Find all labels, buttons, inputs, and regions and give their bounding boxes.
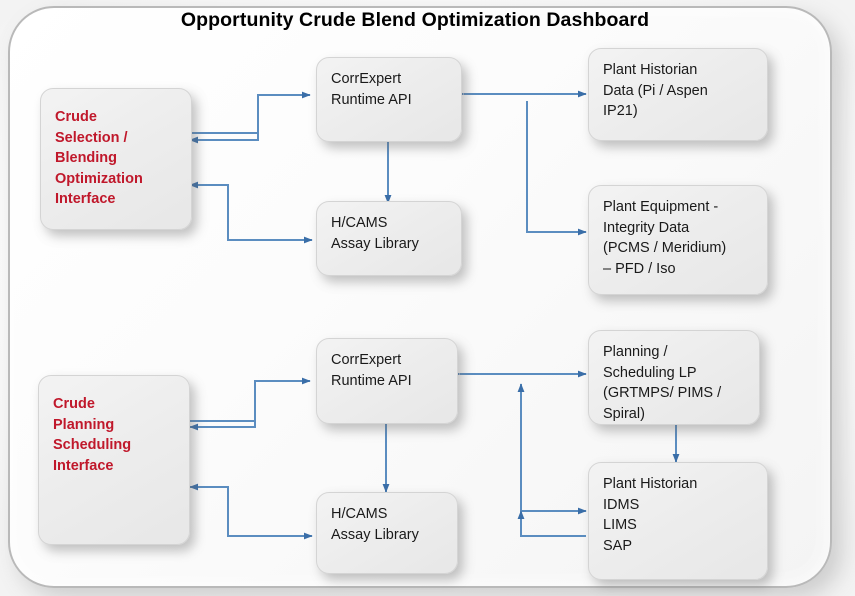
node-crude-planning-interface[interactable]: Crude Planning Scheduling Interface [38, 375, 190, 545]
node-plant-equipment-integrity-data[interactable]: Plant Equipment - Integrity Data (PCMS /… [588, 185, 768, 295]
node-label: Plant Equipment - Integrity Data (PCMS /… [603, 199, 727, 277]
node-crude-selection-interface[interactable]: Crude Selection / Blending Optimization … [40, 88, 192, 230]
node-label: CorrExpert Runtime API [331, 71, 412, 108]
node-label: H/CAMS Assay Library [331, 506, 419, 543]
node-label: CorrExpert Runtime API [331, 352, 412, 389]
page-title: Opportunity Crude Blend Optimization Das… [180, 9, 650, 31]
node-label: Plant Historian Data (Pi / Aspen IP21) [603, 62, 708, 119]
node-label: Planning / Scheduling LP (GRTMPS/ PIMS /… [603, 344, 722, 422]
node-planning-scheduling-lp[interactable]: Planning / Scheduling LP (GRTMPS/ PIMS /… [588, 330, 760, 425]
node-label: H/CAMS Assay Library [331, 215, 419, 252]
node-label: Crude Selection / Blending Optimization … [55, 109, 143, 207]
node-plant-historian-data-top[interactable]: Plant Historian Data (Pi / Aspen IP21) [588, 48, 768, 141]
node-label: Plant Historian IDMS LIMS SAP [603, 476, 698, 554]
node-label: Crude Planning Scheduling Interface [53, 396, 132, 474]
node-hcams-assay-library-top[interactable]: H/CAMS Assay Library [316, 201, 462, 276]
node-correxpert-runtime-api-top[interactable]: CorrExpert Runtime API [316, 57, 462, 142]
node-hcams-assay-library-bottom[interactable]: H/CAMS Assay Library [316, 492, 458, 574]
node-correxpert-runtime-api-bottom[interactable]: CorrExpert Runtime API [316, 338, 458, 424]
node-plant-historian-bottom[interactable]: Plant Historian IDMS LIMS SAP [588, 462, 768, 580]
